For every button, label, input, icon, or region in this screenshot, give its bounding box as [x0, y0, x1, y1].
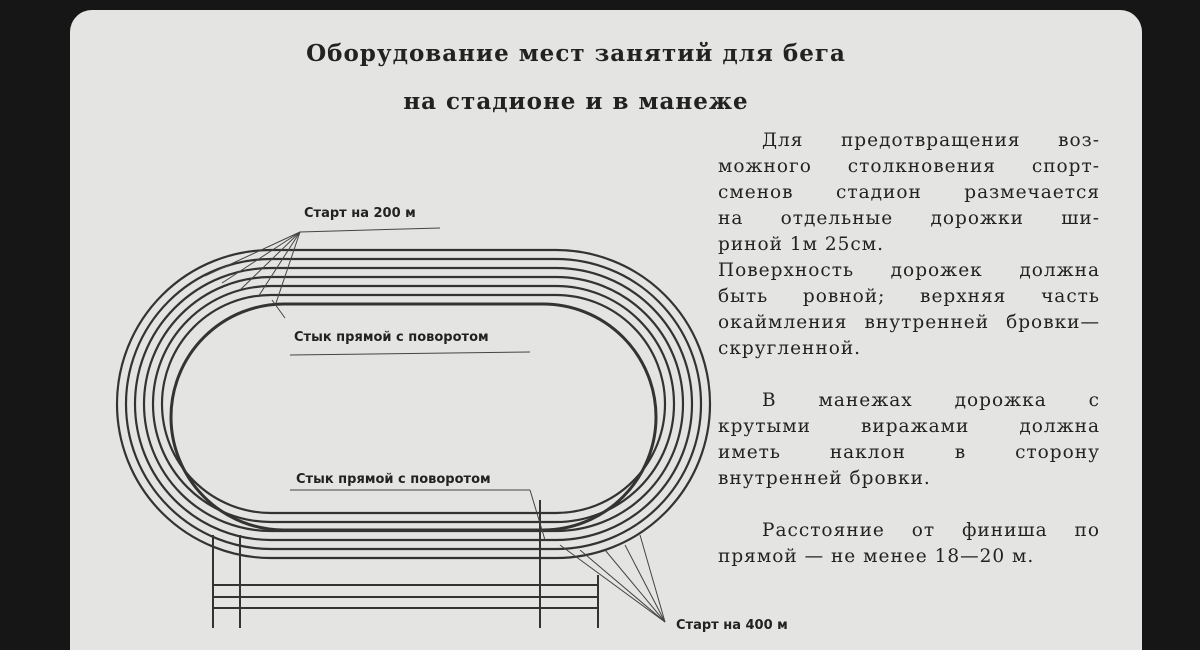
body-text: Для предотвращения воз- можного столкнов…	[718, 128, 1100, 570]
label-junction-top: Стык прямой с поворотом	[294, 330, 489, 345]
filmstrip-slide: Оборудование мест занятий для бега на ст…	[70, 10, 1142, 650]
text-line: Расстояние от финиша по	[762, 520, 1100, 541]
label-junction-bottom: Стык прямой с поворотом	[296, 472, 491, 487]
text-line: Поверхность дорожек должна	[718, 260, 1100, 281]
text-line: сменов стадион размечается	[718, 182, 1100, 203]
text-line: В манежах дорожка с	[762, 390, 1100, 411]
label-start-400: Старт на 400 м	[676, 618, 788, 633]
text-line: внутренней бровки.	[718, 468, 931, 489]
text-line: риной 1м 25см.	[718, 234, 885, 255]
text-line: прямой — не менее 18—20 м.	[718, 546, 1035, 567]
leader-lines	[204, 227, 666, 623]
text-line: окаймления внутренней бровки—	[718, 312, 1100, 333]
slide-title-line2: на стадионе и в манеже	[403, 88, 749, 115]
text-line: можного столкновения спорт-	[718, 156, 1100, 177]
track-lanes	[115, 248, 712, 560]
text-line: Для предотвращения воз-	[762, 130, 1100, 151]
track-diagram	[115, 227, 712, 628]
slide-title-line1: Оборудование мест занятий для бега	[306, 40, 846, 67]
text-line: быть ровной; верхняя часть	[718, 286, 1100, 307]
text-line: иметь наклон в сторону	[718, 442, 1100, 463]
text-line: скругленной.	[718, 338, 862, 359]
label-start-200: Старт на 200 м	[304, 206, 416, 221]
text-line: на отдельные дорожки ши-	[718, 208, 1100, 229]
straight-extension	[212, 500, 599, 628]
text-line: крутыми виражами должна	[718, 416, 1100, 437]
